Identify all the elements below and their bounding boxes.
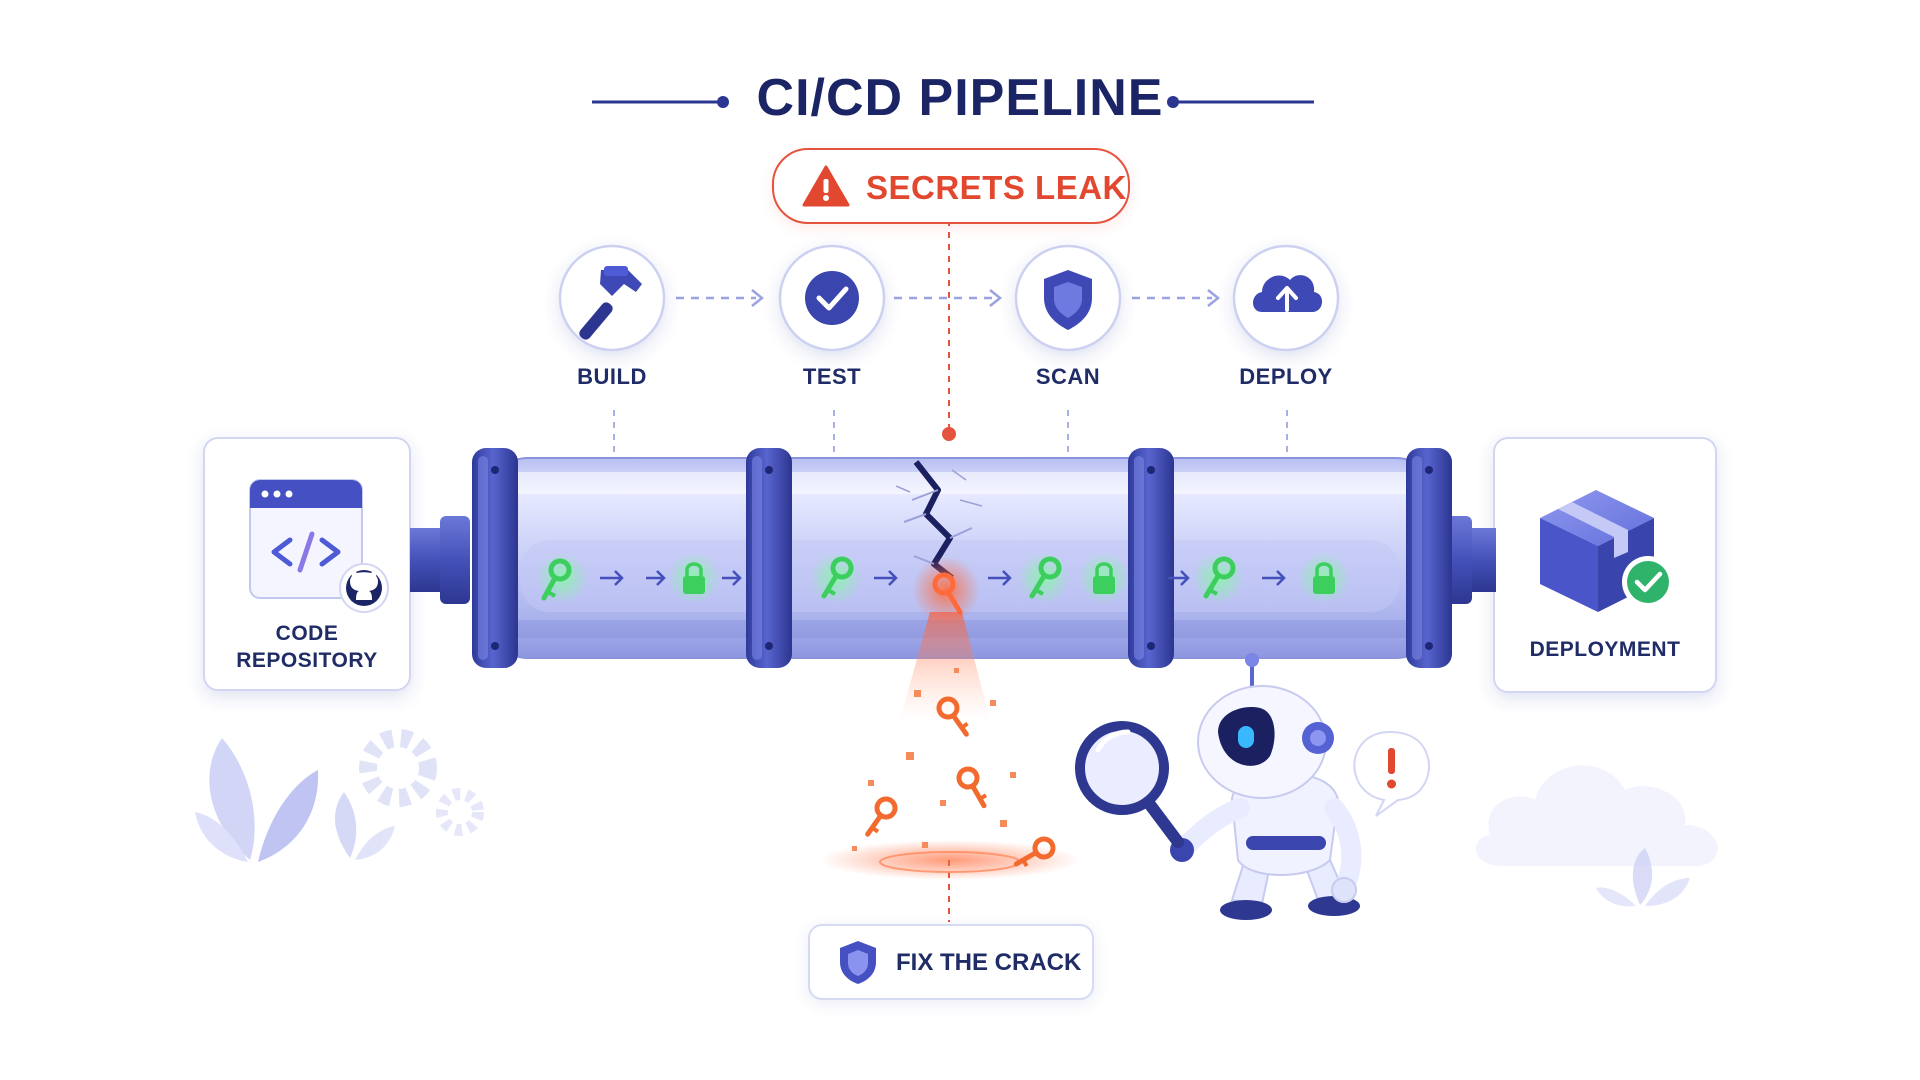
shield-icon (1044, 270, 1092, 330)
title-rule-left (592, 96, 729, 108)
key-icon (936, 696, 969, 737)
key-icon (1192, 552, 1244, 604)
stage-arrow-scan-deploy (1132, 289, 1221, 307)
stage-scan (1014, 244, 1122, 352)
fix-the-crack-label: FIX THE CRACK (896, 949, 1082, 976)
key-icon (1018, 552, 1070, 604)
alert-connector-dot (942, 427, 956, 441)
alert-speech-bubble (1353, 730, 1430, 817)
key-icon (536, 552, 588, 604)
stage-arrow-build-test (676, 289, 765, 307)
key-icon (956, 766, 988, 809)
arrow-right-icon (874, 570, 898, 586)
pipe-flange (746, 448, 792, 668)
stage-label-test: TEST (802, 364, 862, 389)
stage-label-scan: SCAN (1035, 364, 1101, 389)
key-icon (810, 552, 862, 604)
fix-the-crack-button[interactable]: FIX THE CRACK (808, 924, 1094, 1000)
arrow-right-icon (600, 570, 624, 586)
pipe-flange (1128, 448, 1174, 668)
gear-decoration (359, 729, 484, 836)
cloud-decoration (1476, 765, 1718, 866)
check-badge-icon (1622, 556, 1674, 608)
pipe-connector-right (1468, 528, 1496, 592)
code-repository-label-line1: CODE (275, 622, 339, 645)
code-repository-label: CODE REPOSITORY (207, 620, 407, 674)
key-icon (865, 796, 898, 837)
deployment-label: DEPLOYMENT (1529, 638, 1681, 661)
stage-deploy (1232, 244, 1340, 352)
code-repository-label-line2: REPOSITORY (236, 649, 378, 672)
pipe-flange (472, 448, 518, 668)
safe-secret-flow (536, 552, 1350, 604)
lock-icon (1078, 552, 1130, 604)
leak-stream (820, 612, 1080, 880)
stage-arrow-test-scan (894, 289, 1003, 307)
leaf-plant-right-decoration (1596, 848, 1690, 907)
check-circle-icon (805, 271, 859, 325)
warning-icon (802, 165, 850, 207)
pipe-connector-left (410, 528, 444, 592)
deployment-card (1493, 437, 1717, 693)
arrow-right-icon (1262, 570, 1286, 586)
magnifying-glass-icon (1075, 721, 1184, 848)
robot-inspector (1170, 653, 1362, 920)
stage-label-build: BUILD (577, 364, 647, 389)
page-title: CI/CD PIPELINE (756, 69, 1164, 127)
arrow-right-icon (1168, 570, 1190, 586)
code-repository-card (203, 437, 411, 691)
stage-label-deploy: DEPLOY (1239, 364, 1333, 389)
pipe-flange (1406, 448, 1452, 668)
cloud-upload-icon (1253, 275, 1323, 312)
key-icon (1013, 836, 1056, 868)
hammer-icon (579, 266, 642, 340)
code-window-icon (249, 479, 363, 599)
github-icon (339, 563, 389, 613)
shield-icon (840, 941, 876, 984)
leaked-keys (852, 668, 1056, 868)
secrets-leak-label: SECRETS LEAK (866, 169, 1127, 206)
leaf-plant-left-decoration (195, 738, 395, 862)
arrow-right-icon (646, 570, 666, 586)
stage-test (778, 244, 886, 352)
lock-icon (1298, 552, 1350, 604)
secrets-leak-badge: SECRETS LEAK (772, 148, 1130, 224)
title-rule-right (1167, 96, 1314, 108)
pipeline-tube (410, 448, 1496, 668)
arrow-right-icon (988, 570, 1012, 586)
lock-icon (668, 552, 720, 604)
leaking-key-icon (912, 556, 980, 624)
stage-build (558, 244, 666, 352)
arrow-right-icon (722, 570, 742, 586)
